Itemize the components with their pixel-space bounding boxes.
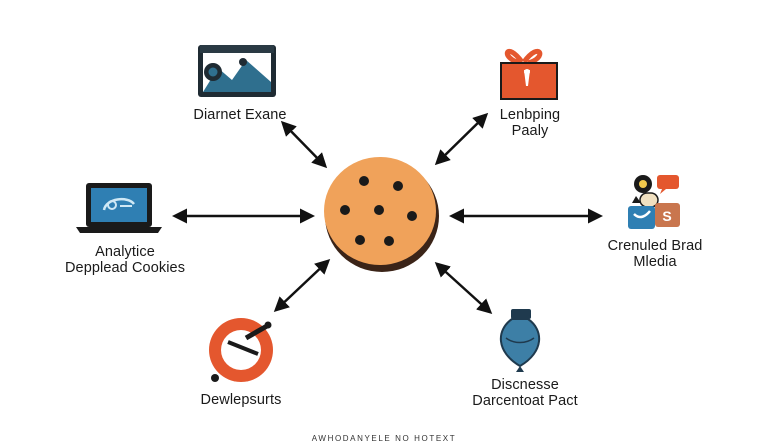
arrow-top-left — [280, 120, 328, 169]
arrow-bottom-right — [434, 261, 493, 315]
label-bottom-left: Dewlepsurts — [176, 392, 306, 408]
svg-text:S: S — [662, 208, 671, 224]
label-bottom-left-line-1: Dewlepsurts — [200, 392, 282, 408]
label-right: Crenuled Brad Mledia — [585, 238, 725, 270]
label-top-left: Diarnet Exane — [160, 107, 320, 123]
arrow-top-right — [434, 112, 489, 166]
label-bottom-right: Discnesse Darcentoat Pact — [450, 377, 600, 409]
label-right-line-2: Mledia — [633, 254, 677, 270]
label-bottom-right-line-1: Discnesse — [491, 377, 559, 393]
footer-caption: AWHODANYELE NO HOTEXT — [311, 434, 457, 443]
cookie-icon — [324, 157, 439, 272]
social-media-icon: S — [628, 175, 680, 229]
label-left-line-2: Depplead Cookies — [64, 260, 186, 276]
label-left: Analytice Depplead Cookies — [40, 244, 210, 276]
tracking-dial-icon — [209, 318, 273, 382]
label-left-line-1: Analytice — [95, 244, 155, 260]
label-top-right: Lenbping Paaly — [470, 107, 590, 139]
label-top-right-line-2: Paaly — [511, 123, 549, 139]
laptop-analytics-icon — [76, 183, 162, 233]
gift-box-icon — [500, 48, 558, 100]
label-top-right-line-1: Lenbping — [499, 107, 561, 123]
image-landscape-icon — [198, 45, 276, 97]
label-top-left-line-1: Diarnet Exane — [193, 107, 287, 123]
label-right-line-1: Crenuled Brad — [607, 238, 703, 254]
label-bottom-right-line-2: Darcentoat Pact — [472, 393, 578, 409]
vase-icon — [499, 309, 541, 372]
arrow-bottom-left — [273, 258, 331, 313]
